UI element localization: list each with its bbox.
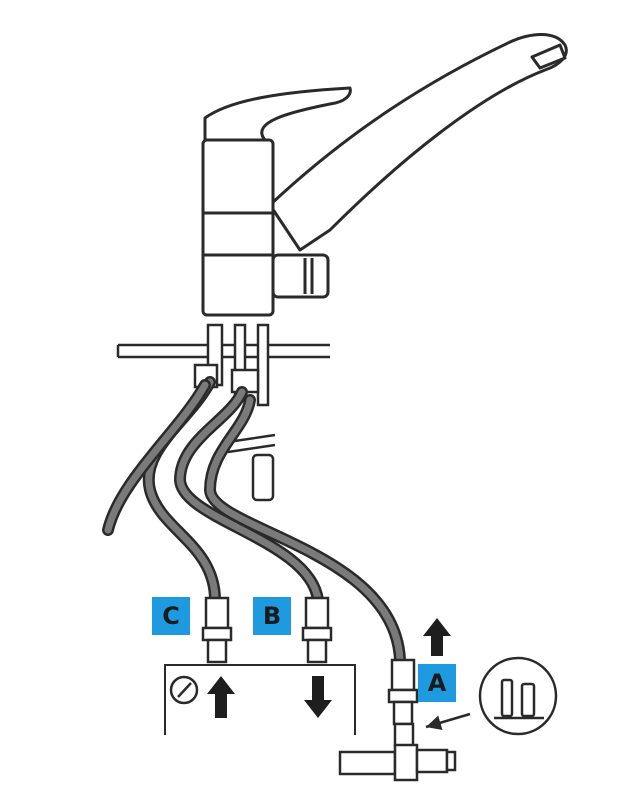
detail-magnifier-icon [478, 656, 558, 736]
label-box-c [152, 597, 190, 635]
hose-fittings [201, 596, 419, 726]
label-c: C [162, 602, 180, 630]
flexible-hose-icon [102, 376, 406, 666]
faucet-icon [201, 33, 568, 317]
up-arrow-icon [207, 676, 235, 718]
supply-outline [164, 664, 356, 735]
faucet-lever [203, 86, 352, 142]
flow-arrows [207, 618, 451, 718]
diverter-knob [271, 253, 330, 299]
down-arrow-icon [304, 676, 332, 718]
countertop [116, 343, 330, 359]
faucet-aerator [530, 43, 567, 70]
up-arrow-icon [423, 618, 451, 656]
pointer-arrow [425, 712, 471, 730]
thermostat-icon [169, 675, 199, 705]
faucet-spout [268, 33, 568, 252]
label-b: B [262, 602, 282, 630]
faucet-body [201, 138, 275, 317]
label-box-b [253, 597, 291, 635]
angle-valve-icon [338, 722, 457, 782]
label-a: A [427, 669, 447, 697]
label-box-a [418, 664, 456, 702]
